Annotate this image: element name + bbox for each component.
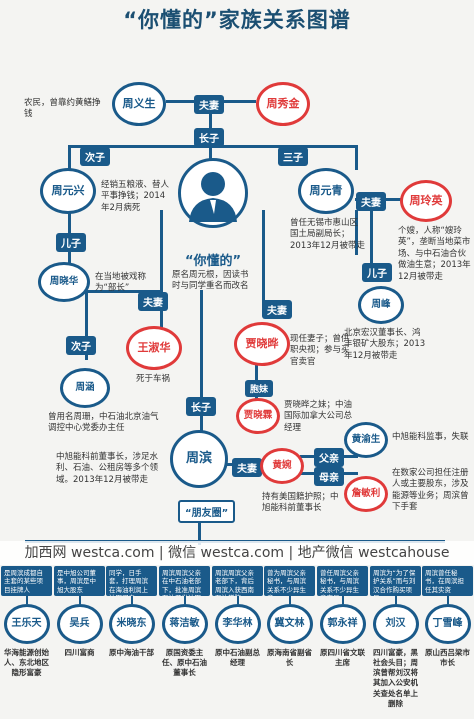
connector [355, 145, 358, 170]
relation-couple-4: 夫妻 [262, 300, 292, 319]
wang-shuhua-desc: 死于车祸 [136, 374, 171, 384]
relation-sister: 胞妹 [245, 380, 274, 397]
friend-desc: 原中海油干部 [109, 648, 154, 657]
connector [355, 210, 358, 255]
person-silhouette-icon [189, 172, 237, 222]
relation-son-2: 儿子 [362, 263, 392, 282]
relation-father: 父亲 [314, 448, 344, 467]
friend-node: 王乐天 [3, 604, 50, 644]
connector [68, 145, 71, 170]
zhou-lingying-node: 周玲英 [400, 180, 452, 222]
page-title: “你懂的”家族关系图谱 [123, 8, 351, 32]
friend-box: 周滨曾任秘书，在周滨担任其实资 [422, 566, 473, 596]
zhou-yuanxing-node: 周元兴 [40, 168, 96, 214]
zhou-xiaohua-node: 周晓华 [38, 262, 90, 302]
friend-box: 是中旭公司董事，周滨是中旭大股东 [54, 566, 105, 596]
friend-node: 冀文林 [266, 604, 313, 644]
connector [446, 596, 449, 604]
jia-xiaolin-node: 贾晓霖 [236, 398, 280, 434]
friend-box: 同学，日手套，打理周滨在海油利润上油田买卖 [106, 566, 157, 596]
jia-xiaolin-desc: 贾晓晔之妹；中油国际加拿大公司总经理 [284, 400, 353, 433]
connector [85, 290, 88, 360]
friend-box: 曾任周滨父亲秘书，与周滨关系不少异生意交易 [317, 566, 368, 596]
connector [198, 505, 201, 545]
connector [394, 596, 397, 604]
friend-box: 周滨周滨父亲在中石油老部下，批准周滨石油开发油田 [159, 566, 210, 596]
friend-box: 是周滨成都自主套的某些项目挂牌人 [1, 566, 52, 596]
friend-node: 吴兵 [56, 604, 103, 644]
friend-node: 刘汉 [372, 604, 419, 644]
connector [236, 596, 239, 604]
friend-box: 曾为周滨父亲秘书，与周滨关系不少异生意 [264, 566, 315, 596]
zhou-bin-desc: 中旭能科前董事长，涉足水利、石油、公租房等多个领域。2013年12月被带走 [56, 452, 159, 485]
zhou-xiaohua-desc: 在当地被戏称为“部长” [95, 272, 147, 294]
zhou-yuanqing-desc: 曾任无锡市惠山区国土局副局长；2013年12月被带走 [290, 218, 365, 251]
connector [25, 596, 28, 604]
wang-shuhua-node: 王淑华 [126, 326, 182, 370]
connector [262, 210, 265, 310]
huang-wan-desc: 持有美国籍护照；中旭能科前董事长 [262, 492, 339, 514]
relation-couple-2: 夫妻 [138, 292, 168, 311]
zhou-han-desc: 曾用名周珊，中石油北京油气调控中心党委办主任 [48, 412, 159, 434]
zhou-bin-node: 周滨 [170, 430, 228, 488]
relation-couple-5: 夫妻 [232, 458, 262, 477]
watermark: 加西网 westca.com | 微信 westca.com | 地产微信 we… [0, 541, 474, 565]
huang-xujun-desc: 中旭能科监事，失联 [392, 432, 469, 442]
relation-third-son: 三子 [278, 147, 308, 166]
zhou-yuanqing-node: 周元青 [298, 168, 354, 214]
friend-desc: 原中石油副总经理 [215, 648, 260, 668]
relation-couple: 夫妻 [194, 95, 224, 114]
connector [160, 210, 163, 290]
center-avatar [178, 158, 248, 228]
friend-node: 蒋洁敏 [161, 604, 208, 644]
relation-couple-3: 夫妻 [356, 192, 386, 211]
friend-node: 丁雪峰 [424, 604, 471, 644]
friend-desc: 原山西吕梁市市长 [425, 648, 470, 668]
connector [200, 290, 203, 435]
zhan-minli-desc: 在数家公司担任注册人或主要股东，涉及能源等业务；周滨曾下手套 [392, 468, 469, 513]
connector [370, 200, 373, 280]
friend-node: 米晓东 [108, 604, 155, 644]
relation-son-1: 儿子 [56, 233, 86, 252]
friend-desc: 华海能源创始人、东北地区隐形富豪 [4, 648, 49, 678]
zhan-minli-node: 詹敏利 [344, 476, 388, 512]
connector [341, 596, 344, 604]
friend-node: 郭永祥 [319, 604, 366, 644]
friend-desc: 四川富商 [64, 648, 95, 657]
friend-desc: 原国资委主任、原中石油董事长 [162, 648, 207, 678]
friend-desc: 原四川省文联主席 [320, 648, 365, 668]
connector [130, 596, 133, 604]
relation-mother: 母亲 [314, 467, 344, 486]
relation-second-son: 次子 [80, 147, 110, 166]
connector [288, 596, 291, 604]
center-name: “你懂的” [184, 254, 242, 269]
zhou-han-node: 周涵 [60, 368, 110, 408]
friend-box: 周滨周滨父亲老部下，背后周滨入获西南石油学院 [212, 566, 263, 596]
center-desc: 原名周元根，因读书时与同学重名而改名 [172, 270, 249, 292]
zhou-feng-node: 周峰 [358, 286, 404, 324]
relation-second-son-2: 次子 [66, 336, 96, 355]
friend-desc: 四川富豪，黑社会头目；周滨曾帮刘汉将其加入公安机关查处名单上删除 [373, 648, 418, 708]
huang-xujun-node: 黄渝生 [344, 422, 388, 458]
zhou-lingying-desc: 个嫂，人称“嫂玲英”，垄断当地菜市场、与中石油合伙做油生意；2013年12月被带… [398, 226, 471, 282]
zhou-feng-desc: 北京宏汉董事长、鸿丰银矿大股东；2013年12月被带走 [344, 328, 426, 361]
friend-desc: 原海南省副省长 [267, 648, 312, 668]
huang-wan-node: 黄婉 [260, 448, 304, 484]
connector [85, 290, 163, 293]
connector [255, 345, 258, 410]
relation-eldest-son-2: 长子 [186, 397, 216, 416]
friend-node: 李华林 [214, 604, 261, 644]
jia-xiaoye-desc: 现任妻子；曾供职央视；参与买官卖官 [290, 334, 350, 367]
connector [183, 596, 186, 604]
friend-box: 周滨为“为了保护关系”而与刘汉合作购买项目 [370, 566, 421, 596]
relation-eldest-son: 长子 [194, 128, 224, 147]
zhou-yisheng-desc: 农民，曾靠约黄鳝挣钱 [24, 98, 101, 120]
jia-xiaoye-node: 贾晓晔 [234, 322, 290, 366]
connector [78, 596, 81, 604]
zhou-xiujin-node: 周秀金 [256, 82, 310, 126]
zhou-yuanxing-desc: 经销五粮液、替人平事挣钱；2014年2月病死 [101, 180, 170, 213]
friends-circle-label: “朋友圈” [178, 500, 236, 523]
zhou-yisheng-node: 周义生 [112, 82, 166, 126]
